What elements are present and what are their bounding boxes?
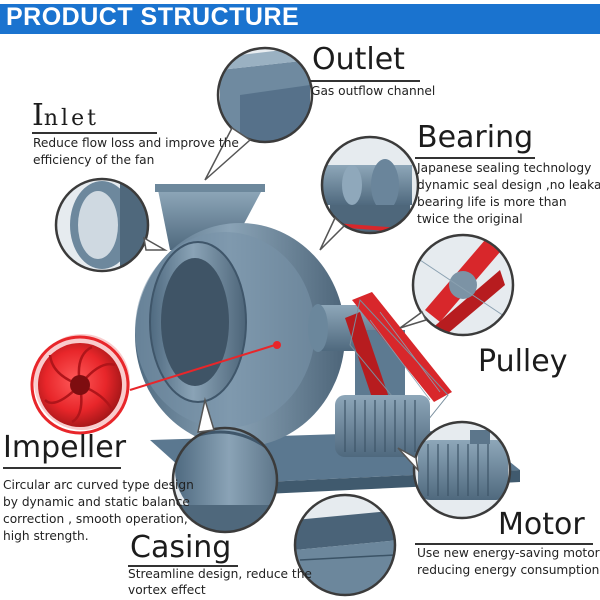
pulley-detail-circle bbox=[399, 233, 515, 337]
inlet-underline bbox=[32, 132, 157, 134]
impeller-detail-circle bbox=[30, 334, 281, 435]
page-title: PRODUCT STRUCTURE bbox=[6, 3, 300, 31]
impeller-title: Impeller bbox=[3, 430, 127, 465]
impeller-desc-line-2: by dynamic and static balance bbox=[3, 495, 190, 509]
casing-title: Casing bbox=[130, 530, 232, 565]
volute-casing bbox=[135, 223, 345, 447]
pulley-title: Pulley bbox=[478, 344, 568, 379]
motor-desc-line-2: reducing energy consumption bbox=[417, 563, 600, 577]
inlet-detail-circle bbox=[54, 177, 168, 273]
inlet-desc-line-1: Reduce flow loss and improve the bbox=[33, 136, 239, 150]
bearing-detail-circle bbox=[319, 135, 420, 251]
impeller-underline bbox=[3, 467, 121, 469]
outlet-desc: Gas outflow channel bbox=[311, 84, 436, 98]
bearing-desc-line-1: Japanese sealing technology bbox=[417, 161, 592, 175]
bearing-desc-line-2: dynamic seal design ,no leakage, bbox=[417, 178, 600, 192]
bearing-title: Bearing bbox=[417, 120, 534, 155]
casing-base-detail-circle bbox=[293, 493, 397, 597]
inlet-title-first: I bbox=[32, 98, 44, 133]
impeller-desc-line-3: correction , smooth operation, bbox=[3, 512, 188, 526]
outlet-title: Outlet bbox=[312, 42, 405, 77]
bearing-desc-line-4: twice the original bbox=[417, 212, 523, 226]
impeller-desc-line-4: high strength. bbox=[3, 529, 89, 543]
inlet-title: Inlet bbox=[32, 98, 99, 133]
casing-desc-line-1: Streamline design, reduce the bbox=[128, 567, 312, 581]
motor-underline bbox=[415, 543, 593, 545]
impeller-desc-line-1: Circular arc curved type design bbox=[3, 478, 194, 492]
casing-desc-line-2: vortex effect bbox=[128, 583, 206, 597]
motor-detail-circle bbox=[397, 420, 512, 520]
header-banner: PRODUCT STRUCTURE bbox=[0, 0, 600, 34]
casing-underline bbox=[128, 565, 238, 567]
motor-body bbox=[335, 395, 430, 457]
inlet-title-rest: nlet bbox=[43, 106, 99, 131]
outlet-underline bbox=[310, 80, 420, 82]
motor-title: Motor bbox=[498, 507, 585, 542]
outlet-detail-circle bbox=[204, 46, 314, 181]
bearing-underline bbox=[415, 157, 535, 159]
bearing-desc-line-3: bearing life is more than bbox=[417, 195, 567, 209]
inlet-desc-line-2: efficiency of the fan bbox=[33, 153, 155, 167]
motor-desc-line-1: Use new energy-saving motors , bbox=[417, 546, 600, 560]
